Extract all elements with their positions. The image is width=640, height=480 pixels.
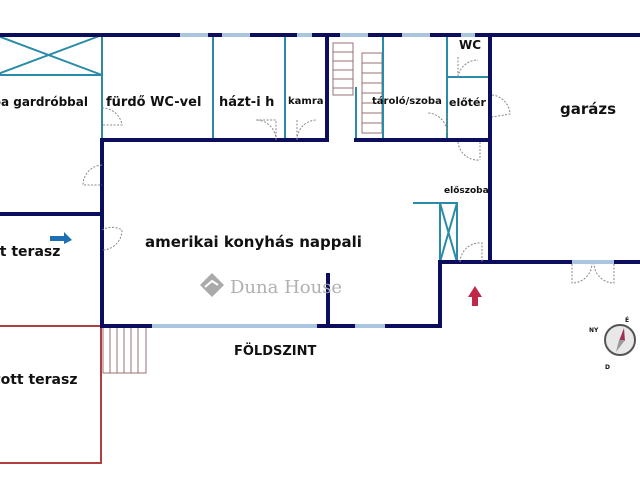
room-label-covered-terrace: fedett terasz xyxy=(0,244,60,260)
room-label-living: amerikai konyhás nappali xyxy=(145,233,362,251)
entrance-arrow-icon xyxy=(468,286,482,306)
duna-house-logo-icon xyxy=(200,273,224,297)
windows xyxy=(152,33,614,328)
room-label-storage: tároló/szoba xyxy=(372,95,442,107)
room-label-wc: WC xyxy=(459,38,481,52)
room-label-hall: előszoba xyxy=(444,186,489,196)
room-label-bedroom: szoba gardróbbal xyxy=(0,95,88,109)
compass-south-label: D xyxy=(605,364,610,371)
interior-staircase-left xyxy=(332,42,354,96)
compass-north-label: É xyxy=(625,316,629,324)
room-label-bathroom: fürdő WC-vel xyxy=(106,95,201,110)
watermark-text: Duna House xyxy=(230,277,342,298)
room-label-open-terrace: nyitott terasz xyxy=(0,372,77,388)
compass-west-label: NY xyxy=(589,327,599,334)
level-title: FÖLDSZINT xyxy=(234,343,317,359)
room-label-utility: házt-i h xyxy=(219,95,274,110)
inner-walls xyxy=(0,34,490,263)
room-label-garage: garázs xyxy=(560,100,616,118)
doors xyxy=(82,57,615,284)
open-terrace-outline xyxy=(0,325,102,464)
interior-staircase-right xyxy=(361,52,383,134)
room-label-pantry: kamra xyxy=(288,96,324,107)
room-label-vestibule: előtér xyxy=(449,96,487,109)
terrace-arrow-icon xyxy=(50,232,72,244)
entrance-steps xyxy=(102,326,147,374)
compass-icon xyxy=(604,324,636,356)
